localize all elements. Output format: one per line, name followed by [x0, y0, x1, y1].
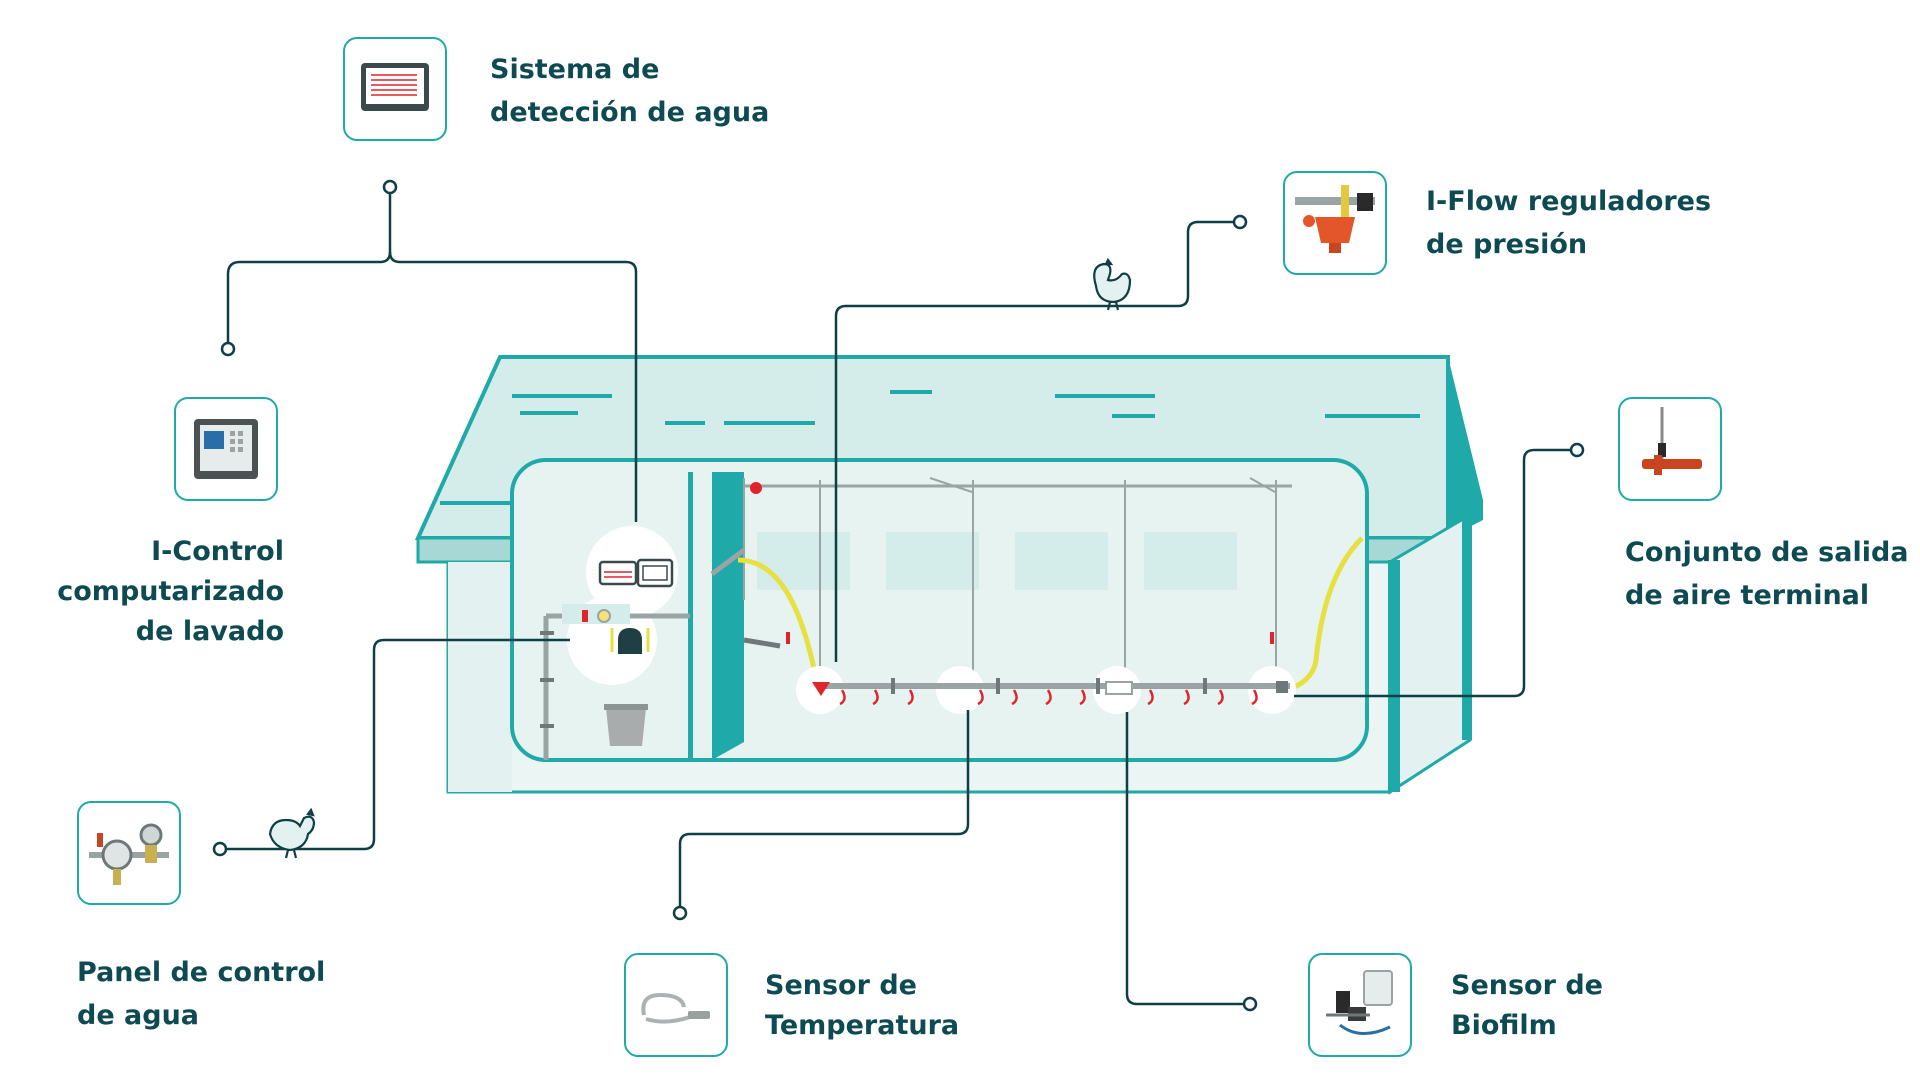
terminal-air-outlet-icon[interactable] [1618, 397, 1722, 501]
connector-lines [220, 187, 1573, 1006]
icontrol-panel-icon[interactable] [174, 397, 278, 501]
label-icontrol: I-Control computarizado de lavado [57, 536, 284, 647]
connector-terminal [1294, 448, 1573, 698]
connector-temperature [678, 710, 970, 910]
poultry-house [414, 355, 1483, 795]
label-biofilm: Sensor de Biofilm [1451, 970, 1603, 1041]
chicken-icon [268, 807, 316, 859]
label-water-detection: Sistema de detección de agua [490, 54, 770, 128]
iflow-regulator-icon[interactable] [1283, 171, 1387, 275]
label-water-panel: Panel de control de agua [77, 957, 326, 1031]
connector-iflow [834, 220, 1236, 662]
water-detection-screen-icon[interactable] [343, 37, 447, 141]
label-iflow: I-Flow reguladores de presión [1426, 186, 1712, 260]
roof-side [1448, 357, 1483, 538]
connector-water-panel [220, 638, 570, 851]
water-control-panel-icon[interactable] [77, 801, 181, 905]
label-terminal: Conjunto de salida de aire terminal [1625, 537, 1909, 611]
nipple-drinkers [839, 689, 1258, 706]
temperature-sensor-icon[interactable] [624, 953, 728, 1057]
connector-water-detection [226, 187, 392, 346]
connector-biofilm [1125, 712, 1246, 1006]
side-wall [1388, 512, 1472, 795]
biofilm-sensor-icon[interactable] [1308, 953, 1412, 1057]
chicken-icon [1093, 257, 1132, 311]
label-temperature: Sensor de Temperatura [765, 970, 960, 1041]
front-wall-left-face [448, 562, 512, 792]
